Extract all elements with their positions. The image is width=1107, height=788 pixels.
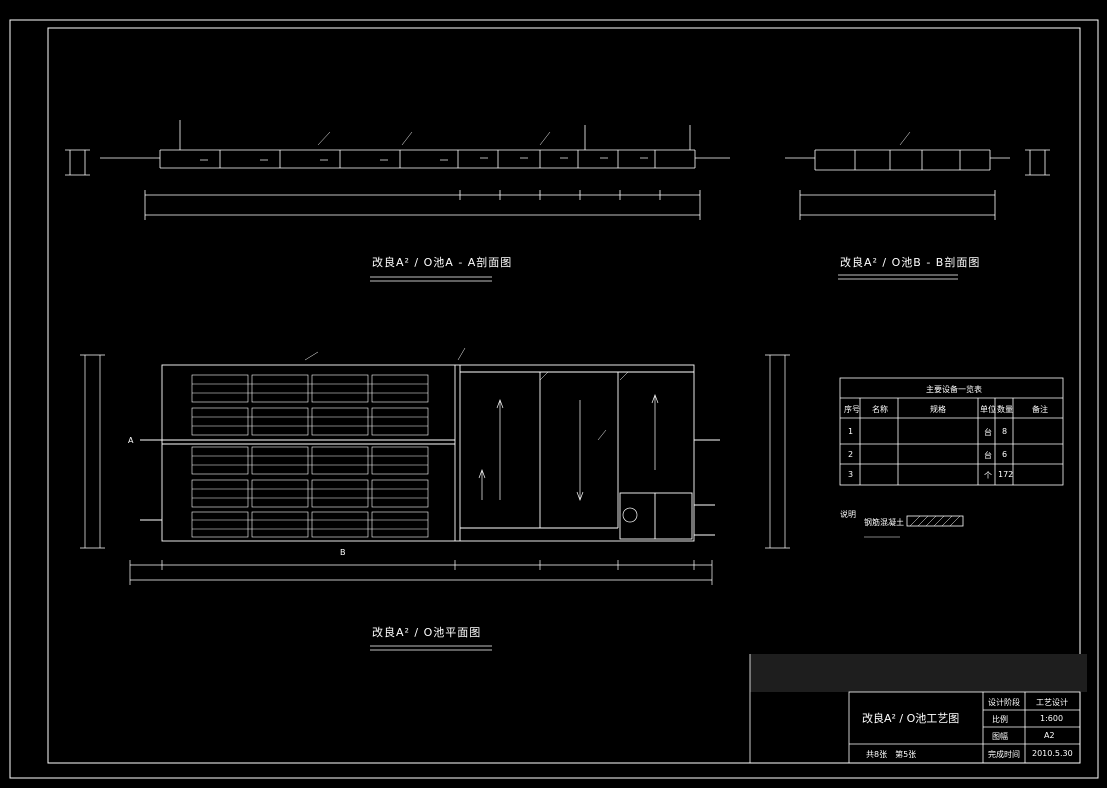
table-header-5: 备注 xyxy=(1032,405,1048,414)
section-bb-drawing xyxy=(785,149,1050,220)
table-row-2-no: 2 xyxy=(848,450,854,459)
section-aa-title: 改良A² / O池A - A剖面图 xyxy=(372,256,513,269)
annotation-leaders xyxy=(304,131,911,441)
table-row-1-no: 1 xyxy=(848,427,854,436)
title-block-value-stage: 工艺设计 xyxy=(1036,698,1068,707)
plan-flow-arrows xyxy=(478,394,659,523)
plan-outline xyxy=(140,364,720,542)
table-row-3-unit: 个 xyxy=(984,471,992,480)
title-block-label-scale: 比例 xyxy=(992,715,1008,724)
title-block-grid xyxy=(749,654,1081,764)
table-row-2-qty: 6 xyxy=(1002,450,1008,459)
title-block-label-date: 完成时间 xyxy=(988,750,1020,759)
legend-hatch xyxy=(909,515,961,527)
equipment-table-grid xyxy=(839,377,1064,486)
title-block-value-date: 2010.5.30 xyxy=(1032,749,1073,758)
plan-dimensions xyxy=(80,354,790,585)
table-row-3-no: 3 xyxy=(848,470,854,479)
legend-label-concrete: 钢筋混凝土 xyxy=(864,518,904,527)
table-header-2: 规格 xyxy=(930,405,946,414)
title-block-value-scale: 1:600 xyxy=(1040,714,1064,723)
plan-section-marker-a: A xyxy=(128,436,134,445)
outer-border xyxy=(9,19,1099,779)
legend-label-notes: 说明 xyxy=(840,510,856,519)
title-block-label-size: 图幅 xyxy=(992,732,1008,741)
table-row-1-qty: 8 xyxy=(1002,427,1008,436)
legend-hatch-box xyxy=(906,515,964,527)
section-aa-drawing xyxy=(65,120,730,220)
table-header-3: 单位 xyxy=(980,405,996,414)
equipment-table-title: 主要设备一览表 xyxy=(926,385,982,394)
plan-title: 改良A² / O池平面图 xyxy=(372,626,482,639)
title-block-shadow xyxy=(750,654,1087,692)
title-block-sheet-info: 共8张 第5张 xyxy=(866,750,917,759)
plan-section-marker-b: B xyxy=(340,548,346,557)
table-row-2-unit: 台 xyxy=(984,451,992,460)
table-row-1-unit: 台 xyxy=(984,428,992,437)
title-block-drawing-name: 改良A² / O池工艺图 xyxy=(862,712,960,725)
table-header-1: 名称 xyxy=(872,405,888,414)
section-aa-aerators xyxy=(200,157,648,161)
title-block-label-stage: 设计阶段 xyxy=(988,698,1020,707)
inner-border xyxy=(47,27,1081,764)
table-header-0: 序号 xyxy=(844,405,860,414)
plan-aeration-grids xyxy=(191,374,429,538)
title-block-value-size: A2 xyxy=(1044,731,1055,740)
table-header-4: 数量 xyxy=(997,405,1013,414)
section-bb-title: 改良A² / O池B - B剖面图 xyxy=(840,256,981,269)
table-row-3-qty: 172 xyxy=(998,470,1014,479)
